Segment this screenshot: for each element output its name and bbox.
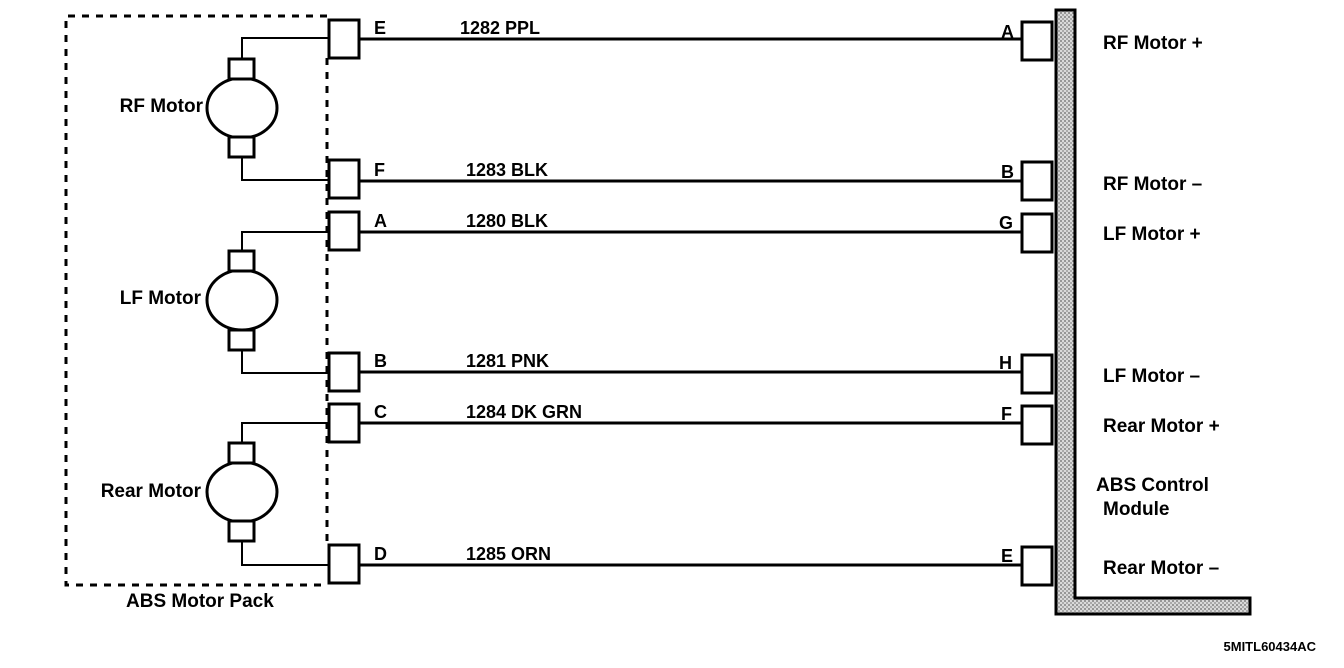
module-pin-a-label: A <box>1001 22 1014 42</box>
module-connector-g <box>1020 212 1054 254</box>
rear-motor-label: Rear Motor <box>101 481 202 502</box>
module-name-line2: Module <box>1103 499 1170 520</box>
wire-label-1283: 1283 BLK <box>466 160 548 180</box>
module-label-lf-plus: LF Motor + <box>1103 224 1201 245</box>
module-label-rear-plus: Rear Motor + <box>1103 416 1220 437</box>
module-label-lf-minus: LF Motor – <box>1103 366 1200 387</box>
module-connector-f <box>1020 404 1054 446</box>
figure-id: 5MITL60434AC <box>1224 639 1317 654</box>
rf-motor-brush-bottom <box>227 135 256 159</box>
module-label-rf-plus: RF Motor + <box>1103 33 1203 54</box>
rear-motor <box>205 422 329 566</box>
circuit-1284 <box>327 402 1054 446</box>
module-label-rf-minus: RF Motor – <box>1103 174 1202 195</box>
rf-motor <box>205 37 329 181</box>
rf-motor-brush-top <box>227 57 256 81</box>
circuit-1285 <box>327 543 1054 587</box>
rf-motor-label: RF Motor <box>120 96 204 117</box>
pack-connector-a <box>327 210 361 252</box>
rear-motor-symbol <box>205 460 279 524</box>
module-pin-g-label: G <box>999 213 1013 233</box>
module-pin-b-label: B <box>1001 162 1014 182</box>
lf-motor-label: LF Motor <box>120 288 202 309</box>
pack-pin-c-label: C <box>374 402 387 422</box>
module-label-rear-minus: Rear Motor – <box>1103 558 1219 579</box>
module-name-line1: ABS Control <box>1096 475 1209 496</box>
pack-pin-f-label: F <box>374 160 385 180</box>
rear-motor-brush-bottom <box>227 519 256 543</box>
pack-connector-e <box>327 18 361 60</box>
wire-label-1285: 1285 ORN <box>466 544 551 564</box>
motor-pack-outline <box>64 14 327 587</box>
pack-connector-c <box>327 402 361 444</box>
rear-motor-brush-top <box>227 441 256 465</box>
module-connector-e <box>1020 545 1054 587</box>
motor-pack-label: ABS Motor Pack <box>126 591 274 612</box>
lf-motor-brush-bottom <box>227 328 256 352</box>
wire-label-1281: 1281 PNK <box>466 351 549 371</box>
pack-connector-f <box>327 158 361 200</box>
circuit-1280 <box>327 210 1054 254</box>
circuit-1282 <box>327 18 1054 62</box>
pack-pin-b-label: B <box>374 351 387 371</box>
pack-connector-b <box>327 351 361 393</box>
pack-pin-e-label: E <box>374 18 386 38</box>
circuit-1283 <box>327 158 1054 202</box>
wire-label-1284: 1284 DK GRN <box>466 402 582 422</box>
module-pin-f-label: F <box>1001 404 1012 424</box>
wire-label-1280: 1280 BLK <box>466 211 548 231</box>
rf-motor-symbol <box>205 76 279 140</box>
module-connector-b <box>1020 160 1054 202</box>
pack-pin-d-label: D <box>374 544 387 564</box>
wire-label-1282: 1282 PPL <box>460 18 540 38</box>
circuit-1281 <box>327 351 1054 395</box>
module-connector-h <box>1020 353 1054 395</box>
module-outline <box>1054 8 1252 616</box>
pack-pin-a-label: A <box>374 211 387 231</box>
lf-motor-symbol <box>205 268 279 332</box>
module-pin-h-label: H <box>999 353 1012 373</box>
lf-motor-brush-top <box>227 249 256 273</box>
module-pin-e-label: E <box>1001 546 1013 566</box>
module-connector-a <box>1020 20 1054 62</box>
pack-connector-d <box>327 543 361 585</box>
lf-motor <box>205 231 329 374</box>
